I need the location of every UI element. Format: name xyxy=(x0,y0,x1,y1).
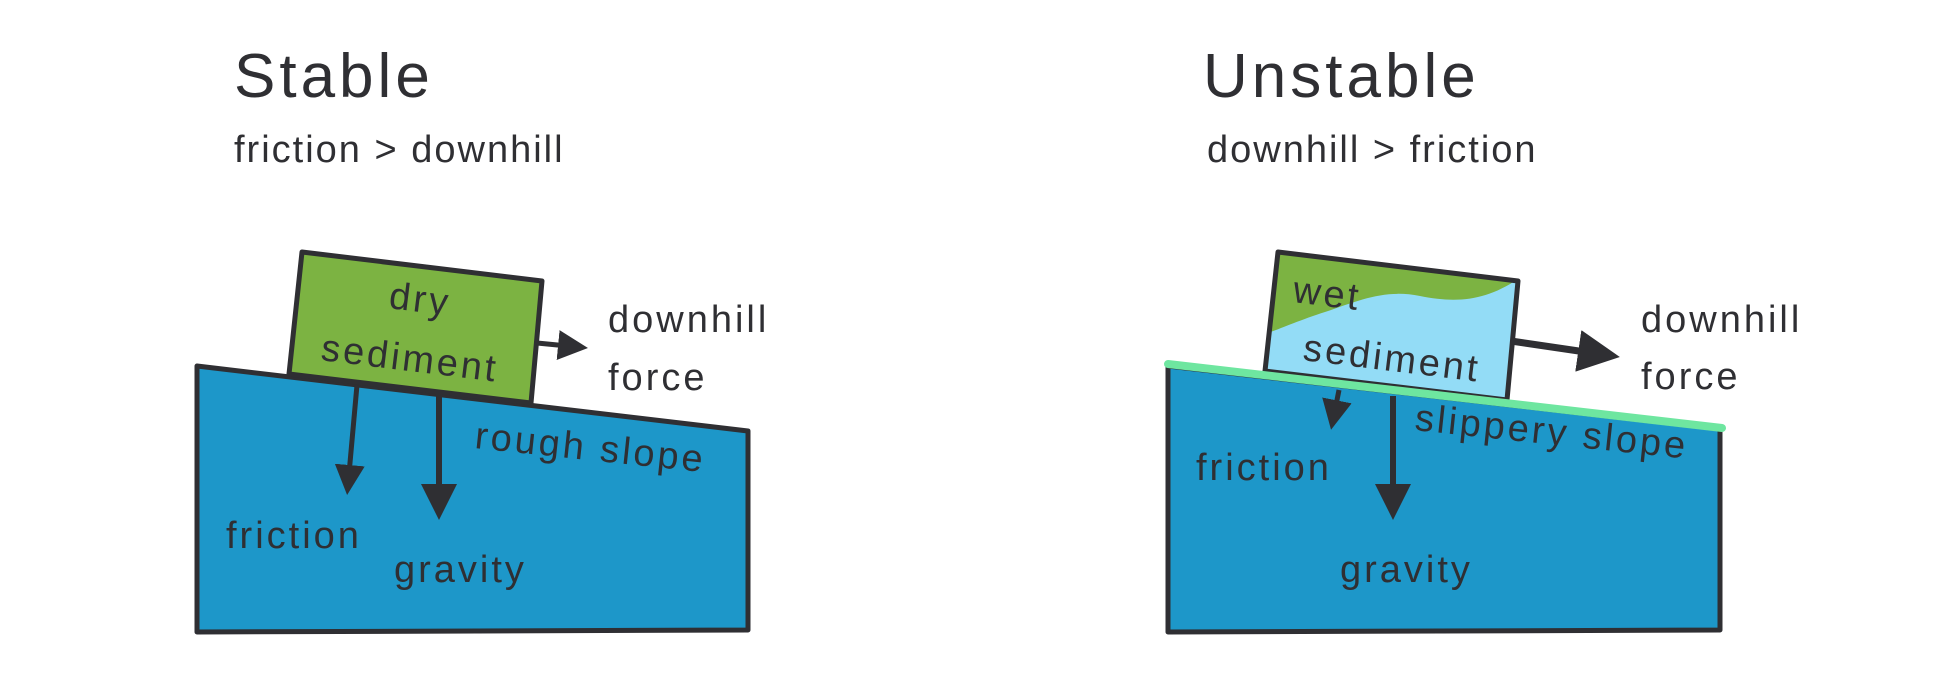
rough-slope-body xyxy=(194,363,751,635)
stable-friction-label: friction xyxy=(226,515,362,557)
stable-force-label: force xyxy=(608,357,707,399)
unstable-gravity-label: gravity xyxy=(1340,549,1473,591)
stable-panel: Stable friction > downhill dry sediment … xyxy=(194,42,769,635)
unstable-force-label: force xyxy=(1641,356,1740,398)
stable-downhill-label: downhill xyxy=(608,299,769,341)
wet-block-label: wet xyxy=(1290,269,1364,319)
unstable-friction-arrow xyxy=(1322,389,1352,430)
unstable-downhill-label: downhill xyxy=(1641,299,1802,341)
dry-sediment-block xyxy=(286,249,545,406)
stable-subtitle: friction > downhill xyxy=(234,129,565,171)
stable-downhill-force-arrow xyxy=(536,330,588,360)
unstable-downhill-force-arrow xyxy=(1510,330,1620,372)
unstable-friction-label: friction xyxy=(1196,447,1332,489)
unstable-panel: Unstable downhill > friction wet sedimen… xyxy=(1164,42,1802,635)
unstable-subtitle: downhill > friction xyxy=(1207,129,1538,171)
stable-gravity-label: gravity xyxy=(394,549,527,591)
stable-friction-arrow xyxy=(334,384,365,495)
dry-block-label: dry xyxy=(387,275,453,324)
unstable-title: Unstable xyxy=(1203,42,1480,111)
stable-title: Stable xyxy=(234,42,434,111)
slippery-film xyxy=(1164,360,1726,432)
